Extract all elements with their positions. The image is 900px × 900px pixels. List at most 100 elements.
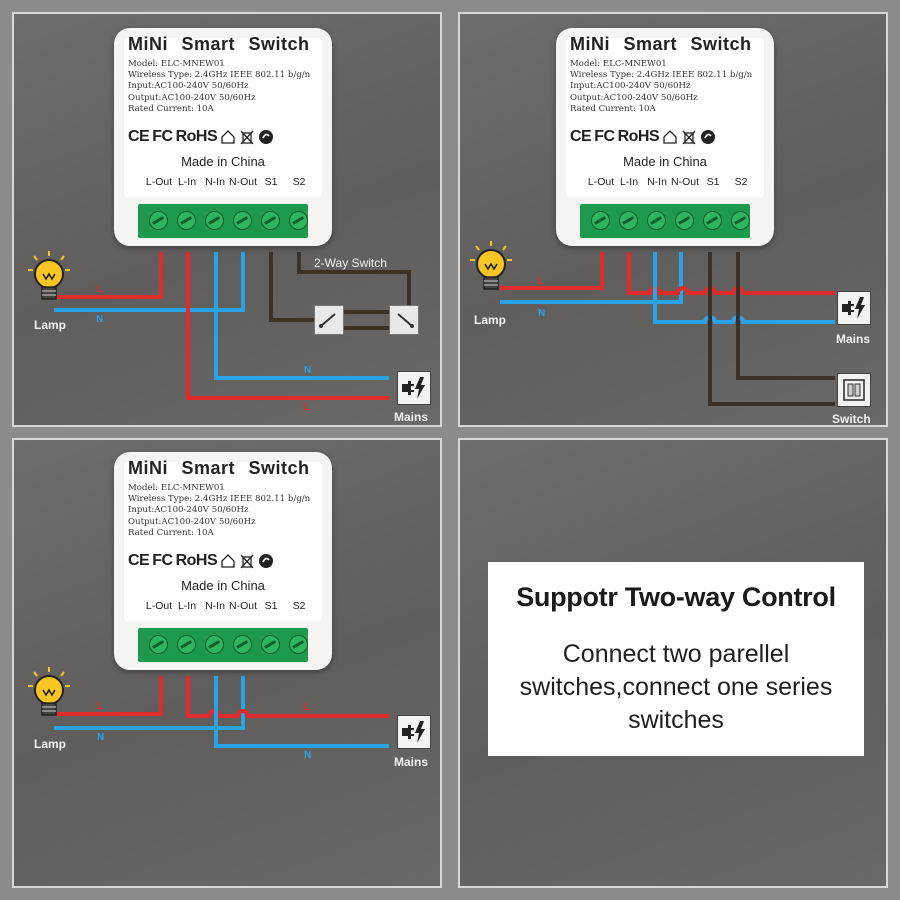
terminal-label: L-In (177, 600, 197, 612)
wire-s1 (269, 252, 324, 322)
lamp-label: Lamp (34, 318, 67, 332)
terminal-block (138, 628, 308, 662)
screw-terminal (205, 635, 224, 654)
wire-neutral-mains (214, 676, 389, 748)
wire-s2 (297, 252, 411, 312)
cert-row: CE FC RoHS (128, 551, 274, 571)
terminal-label: N-Out (670, 176, 700, 188)
terminal-label: S2 (292, 176, 306, 188)
fc-mark: FC (152, 128, 173, 145)
fc-mark: FC (152, 552, 173, 569)
lamp-bulb-icon (470, 241, 512, 290)
screw-terminal (731, 211, 750, 230)
wiring (500, 252, 835, 406)
two-way-switch-label: 2-Way Switch (314, 256, 387, 270)
made-in-label: Made in China (181, 578, 265, 593)
spec-line: Input:AC100-240V 50/60Hz (128, 505, 249, 516)
terminal-label: S1 (706, 176, 720, 188)
ce-mark: CE (128, 128, 150, 145)
terminal-label: S2 (734, 176, 748, 188)
device-label (124, 38, 322, 198)
wire-live-mains (186, 676, 389, 718)
wire-neutral-lamp (500, 252, 683, 304)
plug-bolt-icon (402, 377, 425, 399)
plug-bolt-icon (842, 297, 865, 319)
device-specs: Model: ELC-MNEW01 Wireless Type: 2.4GHz … (570, 59, 766, 115)
screw-terminal (703, 211, 722, 230)
ce-mark: CE (128, 552, 150, 569)
wire-live-mains (627, 252, 835, 295)
info-card: Suppotr Two-way Control Connect two pare… (488, 562, 864, 756)
plug-bolt-icon (402, 721, 425, 743)
terminal-label: L-Out (145, 600, 173, 612)
smart-switch-module: MiNi Smart Switch Model: ELC-MNEW01 Wire… (114, 452, 332, 670)
terminal-label: L-In (177, 176, 197, 188)
terminal-label: N-Out (228, 176, 258, 188)
made-in-label: Made in China (181, 154, 265, 169)
spec-line: Wireless Type: 2.4GHz IEEE 802.11 b/g/n (128, 70, 311, 81)
wiring (54, 252, 411, 400)
wire-live-mains (186, 252, 389, 400)
device-specs: Model: ELC-MNEW01 Wireless Type: 2.4GHz … (128, 483, 324, 539)
rohs-mark: RoHS (175, 552, 218, 569)
terminal-block (138, 204, 308, 238)
switch-label: Switch (832, 412, 871, 426)
spec-line: Input:AC100-240V 50/60Hz (128, 81, 249, 92)
diagram-two-way-switch: MiNi Smart Switch Model: ELC-MNEW01 Wire… (12, 12, 442, 427)
ce-mark: CE (570, 128, 592, 145)
wire-label-neutral: N (538, 308, 546, 319)
device-label (566, 38, 764, 198)
spec-line: Rated Current: 10A (128, 527, 214, 538)
terminal-label: L-Out (587, 176, 615, 188)
recycle-circle-icon (259, 554, 274, 568)
rohs-mark: RoHS (617, 128, 660, 145)
terminal-label: N-Out (228, 600, 258, 612)
mains-label: Mains (394, 755, 429, 769)
device-label (124, 462, 322, 622)
terminal-labels: L-Out L-In N-In N-Out S1 S2 (114, 176, 332, 190)
switch-toggle-icon (397, 313, 414, 328)
terminal-label: L-Out (145, 176, 173, 188)
screw-terminal (675, 211, 694, 230)
info-body: Connect two parellel switches,connect on… (519, 640, 833, 734)
terminal-label: S1 (264, 176, 278, 188)
fc-mark: FC (594, 128, 615, 145)
wire-label-live: L (97, 284, 104, 295)
switch-toggle-icon (319, 313, 336, 328)
wire-label-neutral: N (304, 750, 312, 761)
mains-plug-box (397, 371, 431, 405)
smart-switch-module: MiNi Smart Switch Model: ELC-MNEW01 Wire… (114, 28, 332, 246)
house-recycle-icon (663, 130, 677, 144)
weee-bin-icon (682, 130, 696, 145)
terminal-label: N-In (647, 176, 667, 188)
wire-label-neutral: N (304, 365, 312, 376)
mains-plug-box (397, 715, 431, 749)
lamp-label: Lamp (474, 313, 507, 327)
cert-row: CE FC RoHS (128, 127, 274, 147)
spec-line: Output:AC100-240V 50/60Hz (570, 92, 698, 103)
screw-terminal (177, 635, 196, 654)
wire-neutral-lamp (54, 676, 245, 730)
info-panel: Suppotr Two-way Control Connect two pare… (458, 438, 888, 888)
screw-terminal (233, 211, 252, 230)
wire-live-lamp (500, 252, 604, 290)
screw-terminal (261, 211, 280, 230)
wire-live-lamp (54, 252, 163, 299)
diagram-series-switch: MiNi Smart Switch Model: ELC-MNEW01 Wire… (458, 12, 888, 427)
device-title: MiNi Smart Switch (128, 458, 310, 478)
spec-line: Input:AC100-240V 50/60Hz (570, 81, 691, 92)
terminal-label: S2 (292, 600, 306, 612)
spec-line: Wireless Type: 2.4GHz IEEE 802.11 b/g/n (570, 70, 753, 81)
info-title: Suppotr Two-way Control (516, 582, 836, 612)
wire-label-live: L (304, 702, 311, 713)
wire-live-lamp (54, 676, 163, 716)
screw-terminal (177, 211, 196, 230)
spec-line: Model: ELC-MNEW01 (128, 59, 225, 69)
terminal-label: L-In (619, 176, 639, 188)
mains-plug-box (837, 291, 871, 325)
terminal-labels: L-Out L-In N-In N-Out S1 S2 (114, 600, 332, 614)
wire-neutral-lamp (54, 252, 245, 312)
wall-switch-icon (843, 379, 865, 401)
spec-line: Output:AC100-240V 50/60Hz (128, 516, 256, 527)
lamp-bulb-icon (28, 251, 70, 300)
